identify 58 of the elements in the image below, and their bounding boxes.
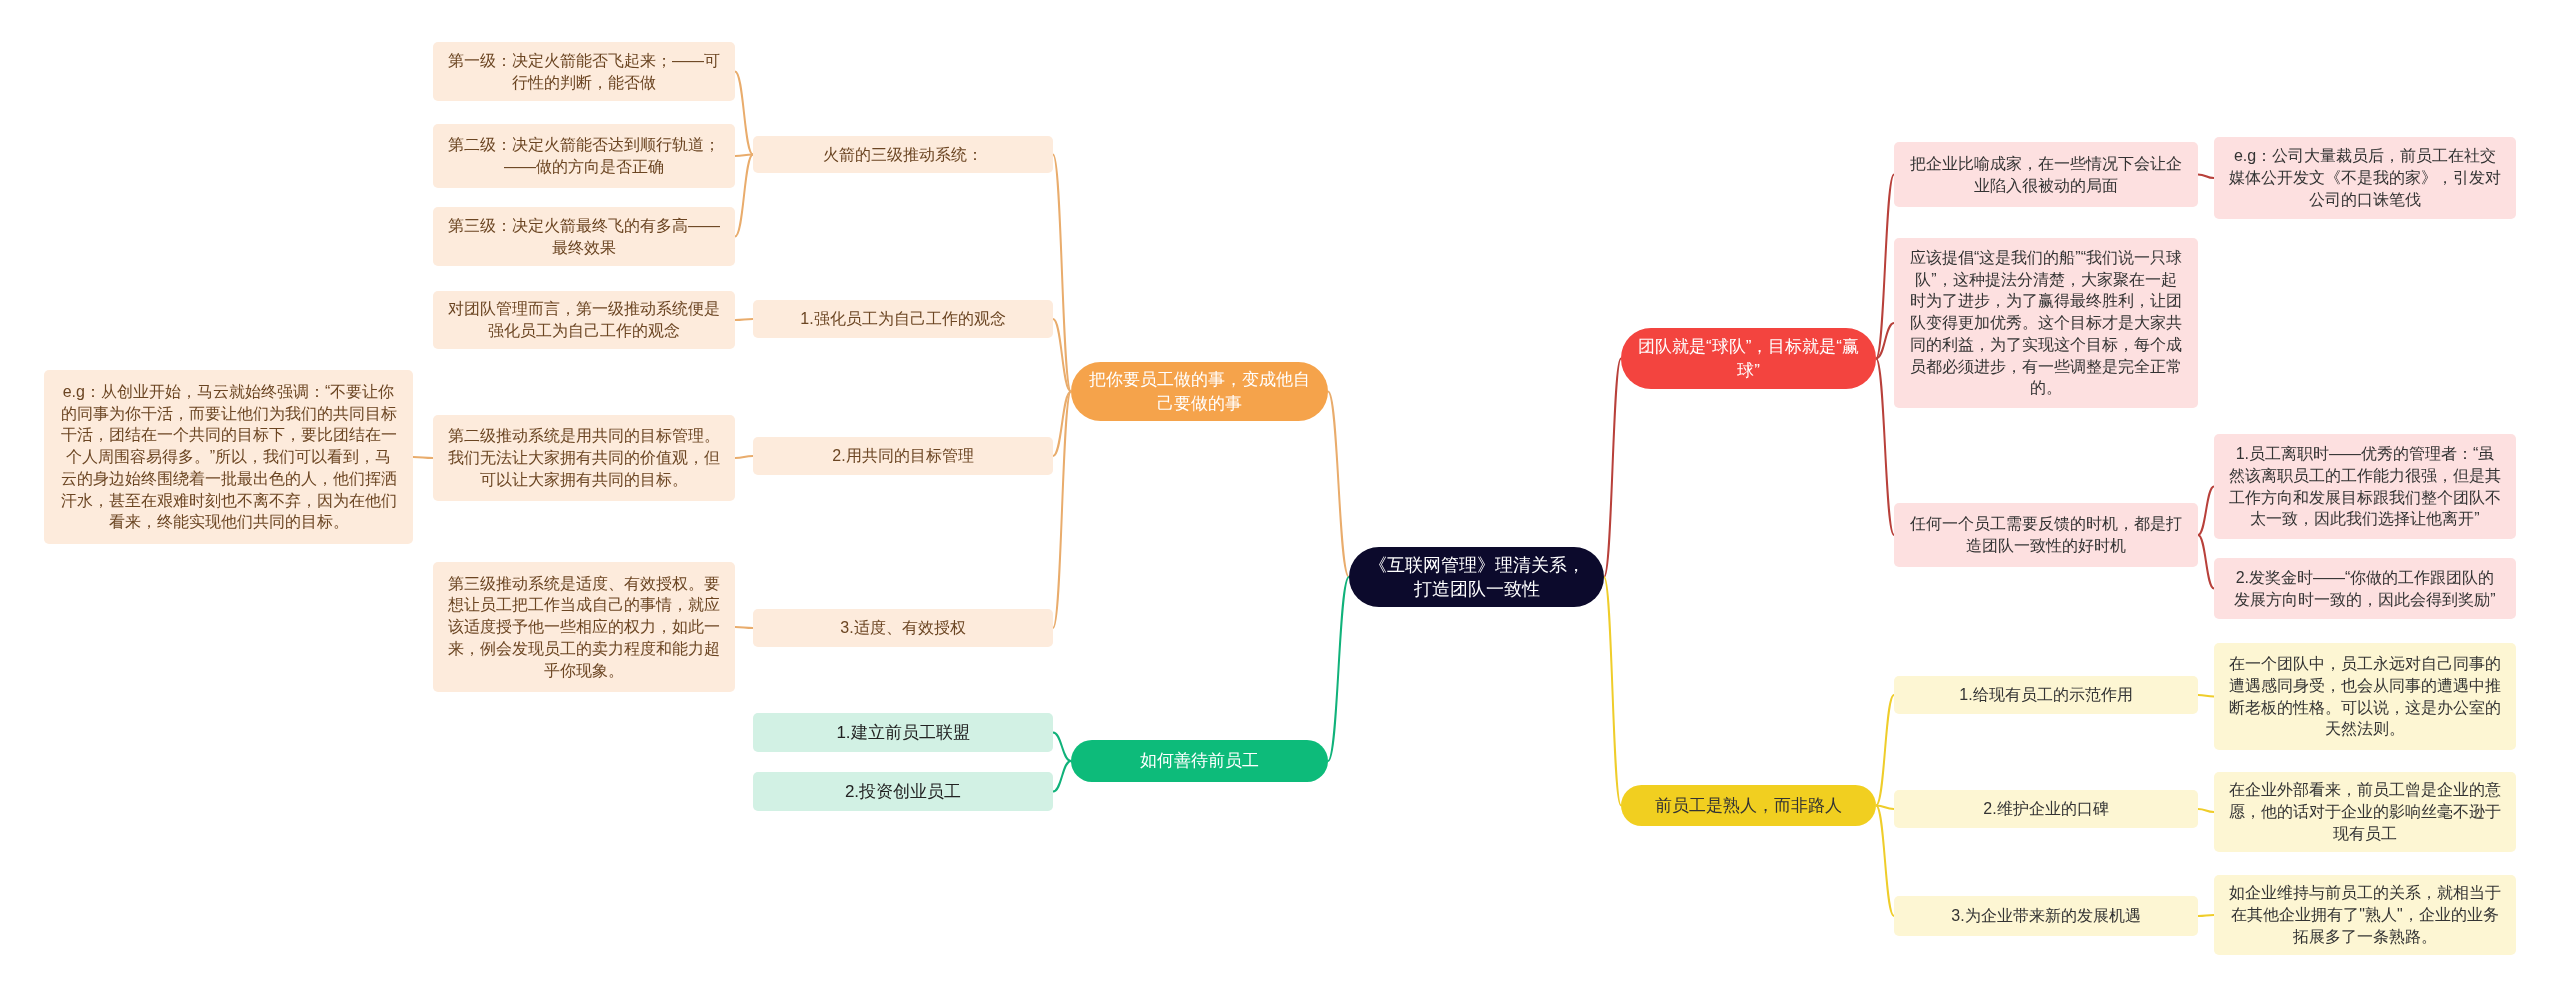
topic-box: 1.给现有员工的示范作用 — [1894, 676, 2198, 714]
connector-line — [2197, 808, 2215, 813]
topic-box: e.g：从创业开始，马云就始终强调：“不要让你的同事为你干活，而要让他们为我们的共同目标干活，团结在一个共同的目标下，要比团结在一个人周围容易得多。”所以，我们可以看到，马云的身边始终围绕着一批最出色的人，他们挥洒汗水，甚至在艰难时刻也不离不弃，因为在他们看来，终能实现他们共同的目标。 — [44, 370, 413, 544]
branch-topic: 团队就是“球队”，目标就是“赢球” — [1621, 328, 1876, 389]
topic-box: 火箭的三级推动系统： — [753, 136, 1053, 173]
branch-topic: 前员工是熟人，而非路人 — [1621, 785, 1876, 826]
connector-line — [1052, 390, 1072, 629]
connector-line — [1875, 173, 1895, 360]
topic-box: 2.投资创业员工 — [753, 772, 1053, 811]
connector-line — [2197, 694, 2215, 698]
connector-line — [1327, 576, 1350, 762]
connector-line — [734, 626, 754, 629]
topic-box: 在一个团队中，员工永远对自己同事的遭遇感同身受，也会从同事的遭遇中推断老板的性格。可以说，这是办公室的天然法则。 — [2214, 643, 2516, 750]
connector-line — [2197, 485, 2215, 536]
topic-box: 2.用共同的目标管理 — [753, 437, 1053, 475]
topic-box: 3.为企业带来新的发展机遇 — [1894, 896, 2198, 936]
branch-topic: 如何善待前员工 — [1071, 740, 1328, 782]
branch-topic: 把你要员工做的事，变成他自己要做的事 — [1071, 362, 1328, 421]
topic-box: 对团队管理而言，第一级推动系统便是强化员工为自己工作的观念 — [433, 291, 735, 349]
central-topic: 《互联网管理》理清关系，打造团队一致性 — [1349, 547, 1604, 607]
connector-line — [2197, 914, 2215, 917]
topic-box: 把企业比喻成家，在一些情况下会让企业陷入很被动的局面 — [1894, 142, 2198, 207]
connector-line — [1603, 576, 1622, 807]
connector-line — [1052, 731, 1072, 762]
connector-line — [1875, 357, 1895, 536]
topic-box: 在企业外部看来，前员工曾是企业的意愿，他的话对于企业的影响丝毫不逊于现有员工 — [2214, 772, 2516, 852]
topic-box: 应该提倡“这是我们的船”“我们说一只球队”，这种提法分清楚，大家聚在一起时为了进步，为了赢得最终胜利，让团队变得更加优秀。这个目标才是大家共同的利益，为了实现这个目标，每个成员都必须进步，有一些调整是完全正常的。 — [1894, 238, 2198, 408]
connector-line — [734, 153, 754, 238]
connector-line — [2197, 534, 2215, 590]
connector-line — [1603, 357, 1622, 578]
connector-line — [2197, 173, 2215, 179]
topic-box: 第二级推动系统是用共同的目标管理。我们无法让大家拥有共同的价值观，但可以让大家拥有共同的目标。 — [433, 415, 735, 501]
topic-box: 2.发奖金时——“你做的工作跟团队的发展方向时一致的，因此会得到奖励” — [2214, 558, 2516, 619]
connector-line — [1875, 804, 1895, 917]
connector-line — [734, 153, 754, 157]
connector-line — [412, 456, 434, 459]
topic-box: 3.适度、有效授权 — [753, 609, 1053, 647]
topic-box: 1.强化员工为自己工作的观念 — [753, 300, 1053, 338]
connector-line — [1875, 694, 1895, 807]
connector-line — [1052, 318, 1072, 393]
connector-line — [1327, 390, 1350, 578]
topic-box: e.g：公司大量裁员后，前员工在社交媒体公开发文《不是我的家》，引发对公司的口诛笔伐 — [2214, 137, 2516, 219]
topic-box: 1.建立前员工联盟 — [753, 713, 1053, 752]
topic-box: 第一级：决定火箭能否飞起来；——可行性的判断，能否做 — [433, 42, 735, 101]
connector-line — [1052, 760, 1072, 793]
topic-box: 任何一个员工需要反馈的时机，都是打造团队一致性的好时机 — [1894, 503, 2198, 567]
topic-box: 如企业维持与前员工的关系，就相当于在其他企业拥有了"熟人"，企业的业务拓展多了一条熟路。 — [2214, 875, 2516, 955]
topic-box: 第三级推动系统是适度、有效授权。要想让员工把工作当成自己的事情，就应该适度授予他一些相应的权力，如此一来，例会发现员工的卖力程度和能力超乎你现象。 — [433, 562, 735, 692]
connector-line — [1875, 804, 1895, 810]
topic-box: 2.维护企业的口碑 — [1894, 790, 2198, 828]
connector-line — [734, 318, 754, 321]
topic-box: 1.员工离职时——优秀的管理者：“虽然该离职员工的工作能力很强，但是其工作方向和发展目标跟我们整个团队不太一致，因此我们选择让他离开” — [2214, 434, 2516, 539]
topic-box: 第二级：决定火箭能否达到顺行轨道；——做的方向是否正确 — [433, 124, 735, 188]
connector-line — [1875, 322, 1895, 360]
connector-line — [734, 70, 754, 156]
connector-line — [734, 455, 754, 459]
topic-box: 第三级：决定火箭最终飞的有多高——最终效果 — [433, 207, 735, 266]
connector-line — [1052, 390, 1072, 457]
